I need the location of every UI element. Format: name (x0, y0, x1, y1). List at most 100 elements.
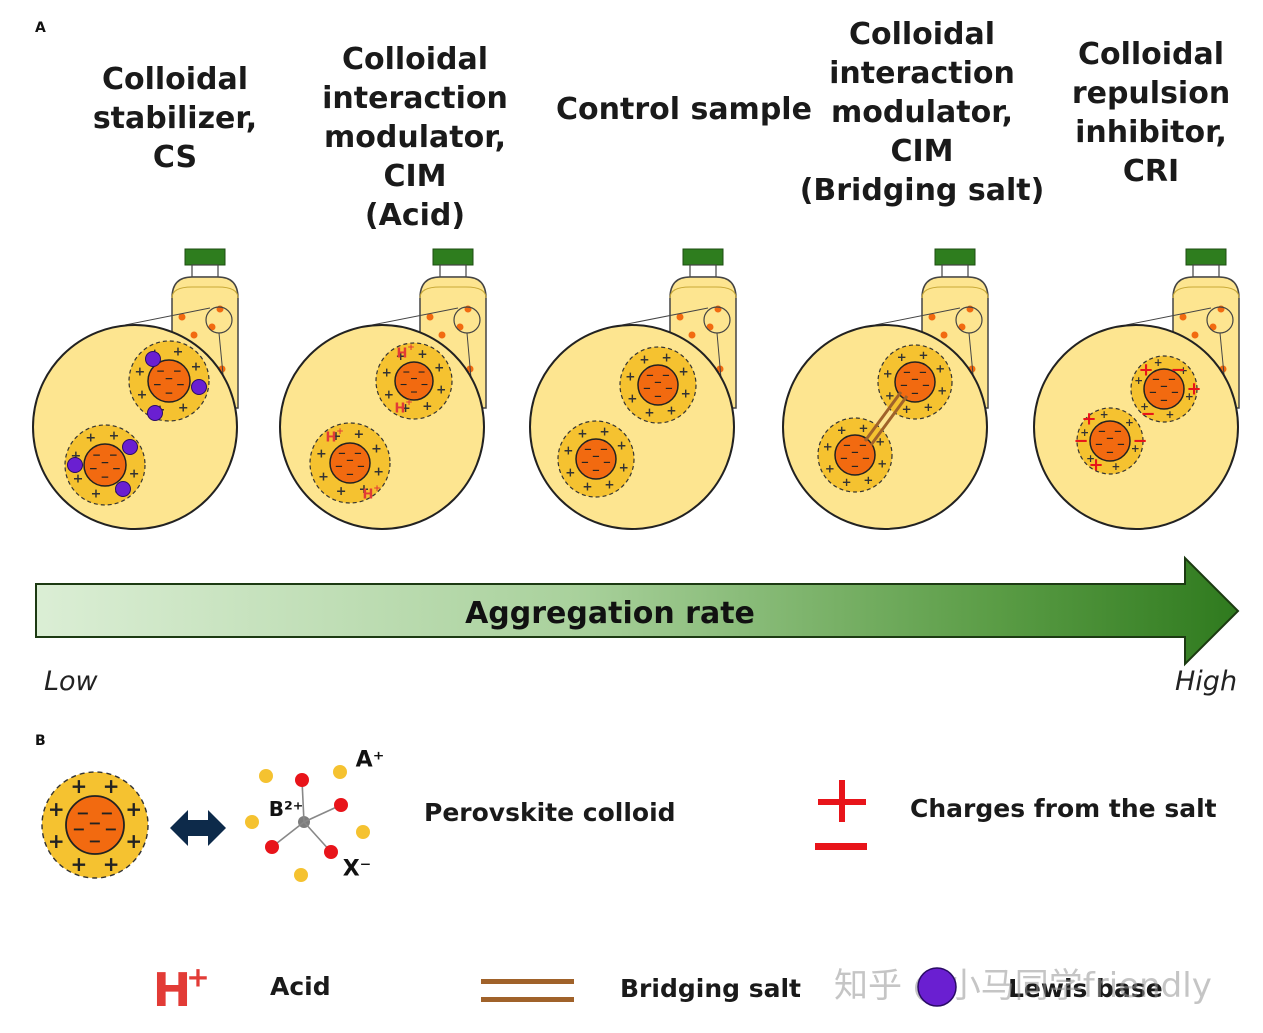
bond-line (301, 779, 305, 823)
salt-charge: + (1088, 455, 1103, 476)
perovskite-core (894, 361, 936, 403)
lewis-base-molecule (67, 457, 83, 473)
minus-charge: − (1152, 375, 1160, 386)
plus-charge: + (359, 482, 370, 497)
vial-particle (426, 313, 434, 321)
vial-neck (1192, 264, 1220, 278)
high-label: High (1175, 666, 1238, 697)
minus-charge: − (89, 463, 98, 475)
acid-proton-charge: + (407, 343, 415, 353)
bridging-salt-link (869, 395, 909, 446)
plus-charge: + (373, 464, 384, 479)
minus-charge: − (173, 366, 182, 378)
panel-b-letter: B (35, 733, 46, 749)
minus-charge: − (903, 368, 911, 379)
legend-plus: + (71, 852, 88, 876)
plus-charge: + (137, 388, 148, 403)
vial-particle (928, 313, 936, 321)
plus-charge: + (599, 424, 609, 438)
plus-charge: + (863, 473, 873, 487)
legend-plus: + (48, 797, 65, 821)
plus-charge: + (582, 480, 592, 494)
plus-charge: + (1111, 461, 1120, 473)
bridging-salt-icon (481, 979, 574, 984)
minus-charge: − (410, 374, 418, 385)
minus-charge: − (862, 454, 870, 465)
vial-particle (676, 313, 684, 321)
legend-bridging (481, 979, 574, 1002)
column-title-control: Control sample (556, 92, 812, 127)
plus-charge: + (679, 364, 689, 378)
acid-proton: H (395, 402, 406, 417)
plus-charge: + (639, 352, 649, 366)
plus-charge: + (619, 461, 629, 475)
minus-charge: − (600, 445, 608, 456)
plus-charge: + (73, 472, 84, 487)
minus-charge: − (654, 378, 662, 389)
plus-charge: + (1080, 427, 1089, 439)
plus-charge: + (918, 348, 928, 362)
legend-minus: − (88, 832, 101, 851)
minus-charge: − (402, 367, 410, 378)
minus-charge: − (584, 445, 592, 456)
legend-plus: + (48, 829, 65, 853)
vial-particle (190, 331, 198, 339)
perovskite-core (394, 361, 434, 401)
panel-a-letter: A (35, 20, 46, 36)
salt-plus-icon (839, 780, 845, 822)
a-cation-icon (245, 815, 259, 829)
plus-charge: + (681, 387, 691, 401)
legend-minus: − (76, 804, 89, 823)
plus-charge: + (937, 383, 947, 397)
double-arrow-icon (170, 810, 226, 846)
perovskite-core (329, 442, 371, 484)
column-title-cri: Colloidal repulsion inhibitor, CRI (1071, 37, 1231, 189)
plus-charge: + (923, 400, 933, 414)
perovskite-core (575, 438, 617, 480)
perovskite-core (1089, 420, 1131, 462)
scene-colloidal-stabilizer: −−−−−−++++++++−−−−−−++++++++ (32, 248, 239, 530)
vial-particle (1179, 313, 1187, 321)
scene-cim-acid: −−−−−−++++++++−−−−−−++++++++H+H+H+H+ (279, 248, 487, 530)
salt-charge: − (1073, 431, 1088, 452)
legend-charges (815, 780, 867, 850)
vial-cap (432, 248, 474, 266)
aggregation-arrow (35, 555, 1240, 667)
plus-charge: + (837, 423, 847, 437)
vial-cap (682, 248, 724, 266)
minus-charge: − (176, 379, 185, 391)
legend-plus: + (103, 852, 120, 876)
acid-h-icon: H (153, 963, 192, 1017)
minus-charge: − (338, 449, 346, 460)
minus-charge: − (859, 441, 867, 452)
zoom-line (874, 307, 961, 326)
plus-charge: + (353, 427, 364, 442)
minus-charge: − (165, 373, 174, 385)
vial-meniscus (921, 286, 989, 299)
plus-charge: + (129, 467, 140, 482)
minus-charge: − (112, 463, 121, 475)
plus-charge: + (331, 429, 342, 444)
zoom-view (32, 324, 238, 530)
minus-charge: − (410, 387, 418, 398)
legend-minus: − (72, 820, 85, 839)
x-anion-label: X⁻ (343, 857, 372, 882)
acid-proton: H (363, 488, 374, 503)
minus-charge: − (1160, 382, 1168, 393)
plus-charge: + (384, 387, 394, 401)
plus-charge: + (885, 388, 895, 402)
minus-charge: − (851, 462, 859, 473)
lewis-base-molecule (145, 351, 161, 367)
plus-charge: + (842, 475, 852, 489)
vial-particle (1209, 323, 1217, 331)
a-cation-icon (333, 765, 347, 779)
plus-charge: + (70, 448, 81, 463)
salt-charge: + (1186, 379, 1201, 400)
x-anion-icon (324, 845, 338, 859)
a-cation-icon (356, 825, 370, 839)
scene-cim-bridging: −−−−−−++++++++−−−−−−++++++++ (782, 248, 989, 530)
legend-plus: + (125, 829, 142, 853)
perovskite-core (147, 359, 191, 403)
minus-charge: − (1098, 427, 1106, 438)
acid-proton: H (397, 347, 408, 362)
